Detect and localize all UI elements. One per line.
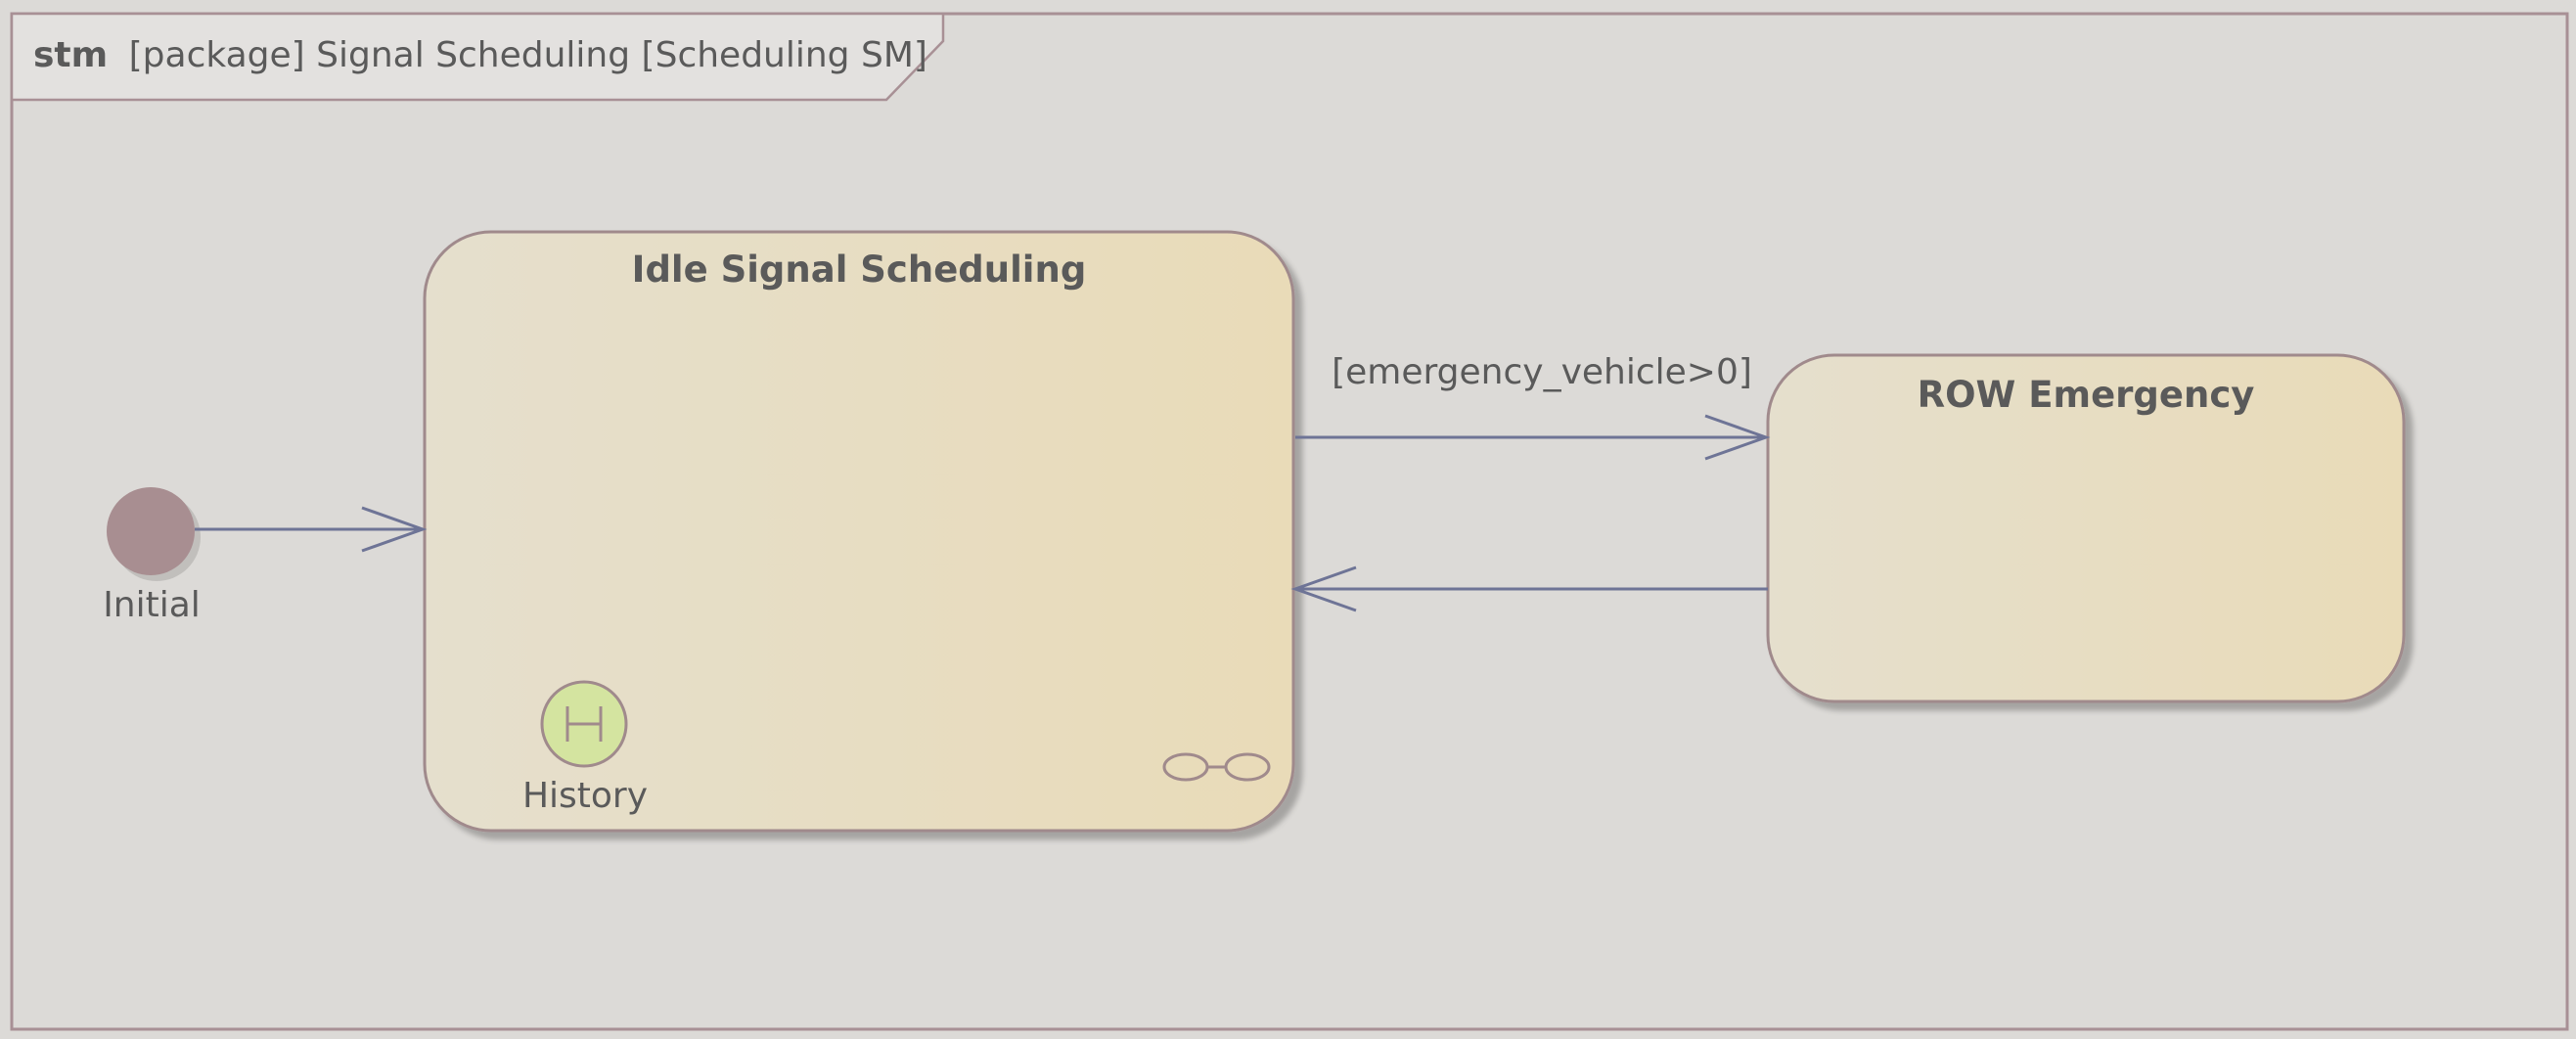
frame-name-tab: stm [package] Signal Scheduling [Schedul… (10, 12, 945, 102)
history-h-icon (565, 706, 603, 742)
frame-kind: stm (33, 35, 108, 75)
frame-title: [package] Signal Scheduling [Scheduling … (129, 35, 927, 75)
state-row-emergency[interactable]: ROW Emergency (1766, 353, 2406, 703)
initial-pseudostate[interactable]: Initial (103, 487, 201, 625)
state-name: ROW Emergency (1918, 374, 2255, 416)
initial-label: Initial (103, 585, 201, 625)
diagram-frame (10, 12, 2569, 1031)
history-label: History (522, 776, 648, 816)
composite-state-icon (1162, 752, 1271, 782)
transition-guard: [emergency_vehicle>0] (1332, 352, 1752, 392)
state-idle-signal-scheduling[interactable]: Idle Signal Scheduling History (423, 230, 1295, 833)
transition-idle-to-row[interactable]: [emergency_vehicle>0] (1295, 352, 1771, 461)
history-pseudostate[interactable]: History (522, 680, 648, 816)
transition-initial-to-idle[interactable] (195, 506, 428, 553)
transition-row-to-idle[interactable] (1290, 565, 1768, 612)
svg-text:stm [package] Signal Sch: stm [package] Signal Scheduling [Schedul… (33, 35, 927, 75)
state-name: Idle Signal Scheduling (632, 248, 1087, 291)
